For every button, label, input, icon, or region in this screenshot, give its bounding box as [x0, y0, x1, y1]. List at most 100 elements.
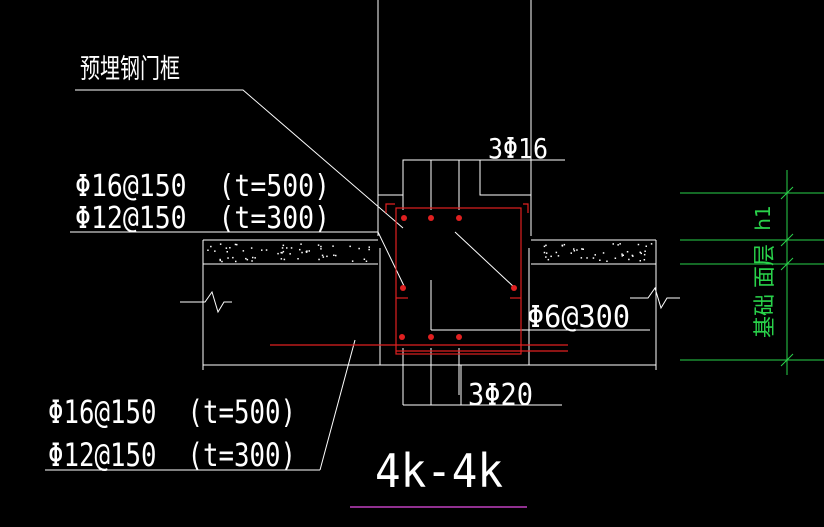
wall-lines	[377, 0, 532, 195]
hatch-dot	[261, 249, 263, 251]
hatch-dot	[235, 260, 237, 263]
hatch-dot	[368, 246, 370, 248]
hatch-dot	[644, 250, 646, 252]
hatch-dot	[582, 248, 584, 250]
hatch-dot	[305, 251, 308, 253]
hatch-dot	[207, 249, 209, 251]
hatch-dot	[349, 245, 351, 248]
concrete-hatch	[207, 243, 653, 263]
hatch-dot	[555, 251, 558, 254]
hatch-dot	[650, 243, 653, 245]
hatch-dot	[300, 243, 302, 245]
hatch-dot	[622, 254, 624, 256]
hatch-dot	[289, 253, 291, 255]
hatch-dot	[581, 248, 583, 250]
hatch-dot	[550, 255, 552, 258]
hatch-dot	[219, 258, 221, 261]
bottom-rebar-label: 3Φ20	[468, 378, 533, 413]
hatch-dot	[557, 255, 560, 257]
left-bottom-rebar-line1: Φ16@150 (t=500)	[48, 393, 296, 431]
hatch-dot	[246, 258, 249, 261]
hatch-dot	[570, 252, 572, 254]
hatch-dot	[245, 257, 247, 260]
hatch-dot	[561, 245, 564, 247]
hatch-dot	[576, 249, 578, 251]
rebar-cage	[270, 203, 568, 355]
hatch-dot	[333, 254, 335, 256]
left-top-rebar-line2: Φ12@150 (t=300)	[75, 201, 330, 236]
hatch-dot	[335, 254, 337, 257]
hatch-dot	[301, 251, 303, 254]
hatch-dot	[580, 257, 583, 259]
hatch-dot	[606, 260, 608, 262]
hatch-dot	[221, 260, 223, 263]
hatch-dot	[299, 248, 301, 251]
hatch-dot	[286, 247, 288, 249]
hatch-dot	[637, 243, 640, 246]
hatch-dot	[219, 259, 221, 262]
hatch-dot	[619, 243, 621, 245]
stirrup-label: Φ6@300	[527, 300, 630, 335]
break-line-right	[630, 286, 680, 310]
hatch-dot	[297, 258, 299, 260]
hatch-dot	[227, 257, 229, 259]
hatch-dot	[545, 252, 548, 254]
hatch-dot	[617, 244, 619, 246]
hatch-dot	[214, 250, 216, 252]
hatch-dot	[639, 260, 641, 262]
hatch-dot	[281, 247, 284, 249]
hatch-dot	[254, 257, 256, 259]
hatch-dot	[210, 245, 212, 248]
hatch-dot	[252, 256, 254, 259]
hatch-dot	[363, 258, 366, 260]
hatch-dot	[281, 252, 283, 254]
hatch-dot	[612, 243, 614, 245]
hatch-dot	[614, 257, 617, 259]
hatch-dot	[326, 255, 328, 258]
hatch-dot	[639, 251, 641, 254]
hatch-dot	[290, 247, 293, 249]
hatch-dot	[332, 245, 334, 247]
leader-lines	[45, 89, 516, 471]
hatch-dot	[234, 243, 237, 246]
hatch-dot	[586, 257, 588, 259]
hatch-dot	[322, 256, 325, 258]
hatch-dot	[594, 254, 596, 256]
hatch-dot	[547, 258, 550, 261]
hatch-dot	[543, 251, 546, 254]
foundation-dimension-label: 基础	[753, 294, 778, 338]
hatch-dot	[599, 259, 601, 261]
hatch-dot	[563, 243, 566, 246]
h1-dimension-label: h1	[751, 205, 775, 230]
floor-slab-left	[70, 231, 378, 370]
hatch-dot	[219, 243, 222, 245]
hatch-dot	[277, 252, 279, 255]
hatch-dot	[321, 254, 324, 257]
hatch-dot	[351, 260, 354, 262]
hatch-dot	[283, 258, 286, 261]
hatch-dot	[626, 251, 629, 253]
hatch-dot	[318, 258, 320, 261]
embedded-frame-label: 预埋钢门框	[80, 54, 180, 85]
floor-slab-right	[531, 239, 657, 370]
hatch-dot	[365, 260, 368, 262]
hatch-dot	[320, 248, 322, 250]
hatch-dot	[282, 250, 285, 253]
hatch-dot	[640, 252, 642, 255]
hatch-dot	[573, 248, 575, 250]
hatch-dot	[320, 245, 322, 248]
rebar-dots	[399, 215, 517, 340]
section-title: 4k-4k	[375, 444, 503, 498]
hatch-dot	[368, 248, 370, 251]
hatch-dot	[358, 247, 360, 250]
hatch-dot	[628, 258, 630, 261]
hatch-dot	[280, 251, 282, 254]
hatch-dot	[282, 244, 285, 247]
hatch-dot	[225, 247, 228, 249]
left-bottom-rebar-line2: Φ12@150 (t=300)	[48, 436, 296, 474]
hatch-dot	[643, 253, 646, 256]
hatch-dot	[251, 260, 253, 262]
hatch-dot	[631, 254, 634, 257]
hatch-dot	[643, 259, 646, 261]
